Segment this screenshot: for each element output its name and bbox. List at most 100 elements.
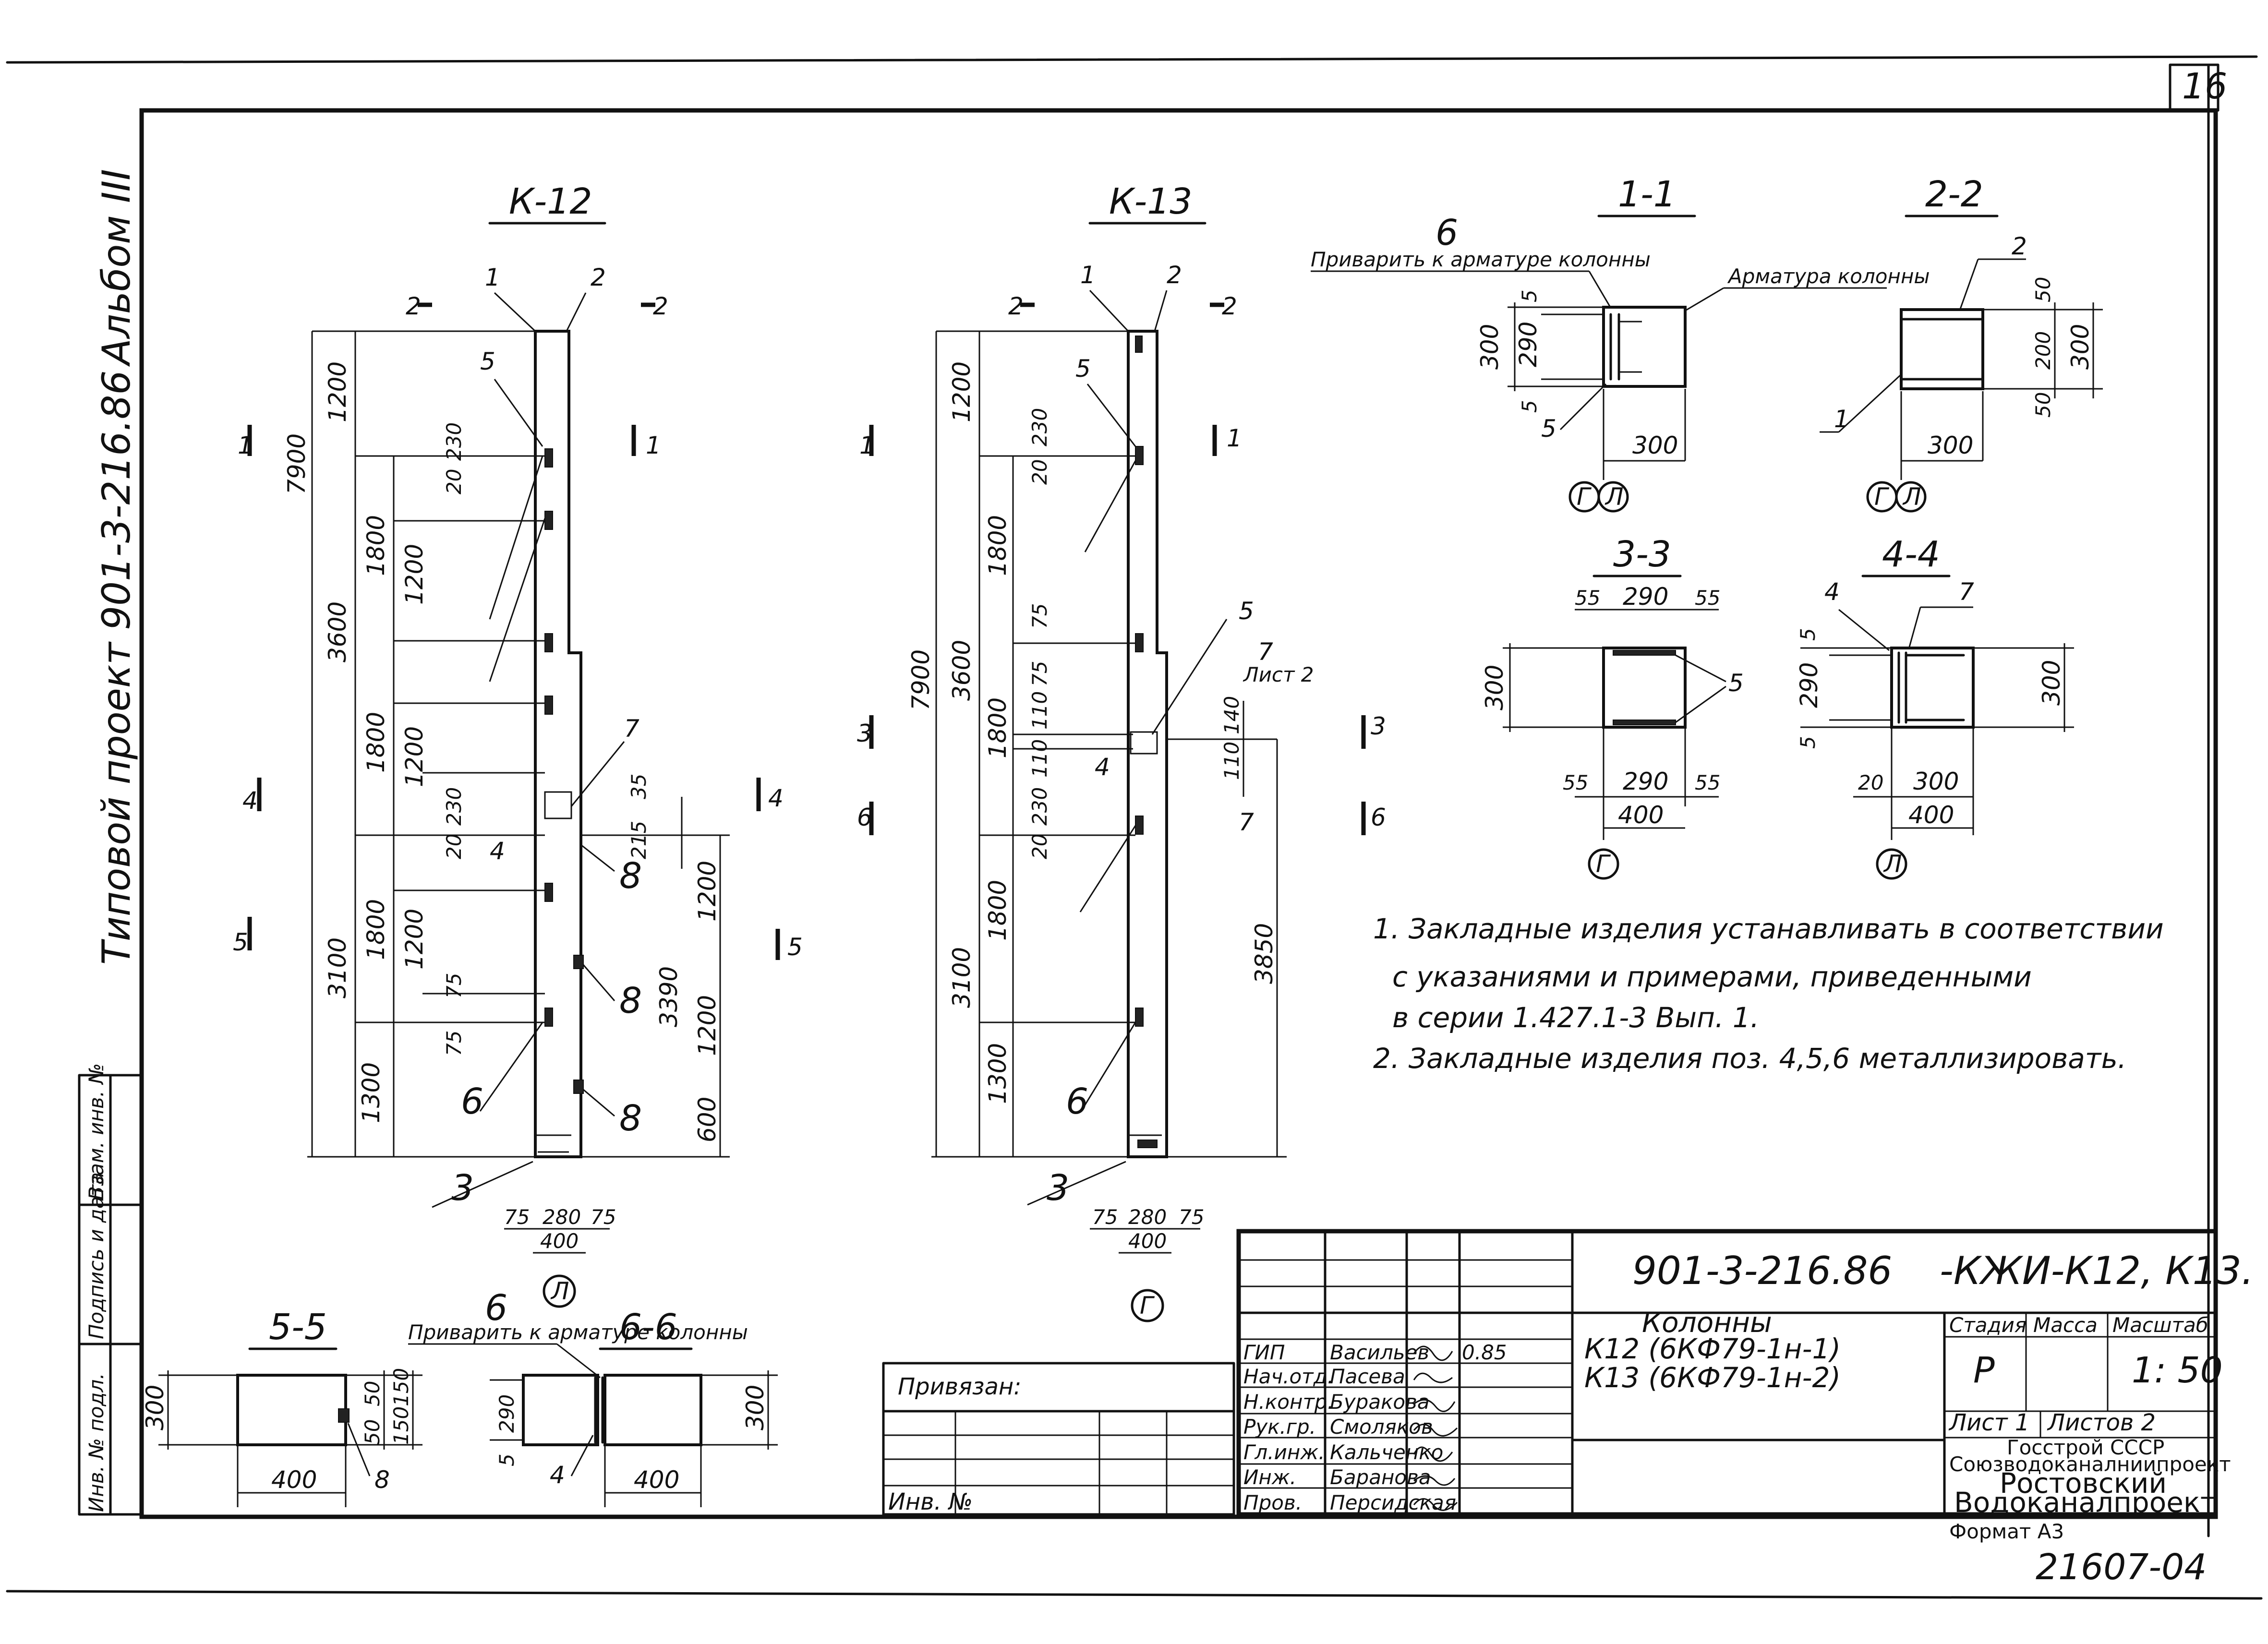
s66-dim-400: 400 <box>634 1466 679 1494</box>
k12-leader-1: 1 <box>485 264 500 291</box>
k13-dim-mid: 3100 <box>948 947 976 1008</box>
s22-dim-300: 300 <box>1928 432 1973 459</box>
name-2: Буракова <box>1330 1390 1430 1414</box>
s33-dim-55b: 55 <box>1695 586 1720 610</box>
k12-dim-1800b: 1800 <box>362 712 390 773</box>
k13-dim-1800b: 1800 <box>984 697 1012 758</box>
k12-dim-3390: 3390 <box>655 966 683 1027</box>
name-3: Смоляков <box>1330 1415 1433 1439</box>
k13-label-7: 7 <box>1258 638 1273 666</box>
s11-weld-note: Приварить к арматуре колонны <box>1311 248 1651 271</box>
s55-dim-150b: 150 <box>389 1406 413 1445</box>
s33-dim-55a: 55 <box>1575 586 1600 610</box>
section-4-4: 4-4 4 7 5 290 5 300 20 300 400 Л <box>1795 534 2074 880</box>
s55-dim-400: 400 <box>271 1466 317 1494</box>
scale-value: 1: 50 <box>2132 1350 2223 1391</box>
k12-title: К-12 <box>509 181 592 222</box>
scale-label: Масштаб <box>2112 1313 2208 1337</box>
s66-weld-num: 6 <box>485 1287 507 1329</box>
k13-cut2-right: 2 <box>1222 292 1237 320</box>
k13-label-5b: 5 <box>1239 597 1254 625</box>
k12-dim-b400: 400 <box>540 1229 579 1253</box>
k13-dim-75: 75 <box>1028 603 1051 629</box>
k12-label-7: 7 <box>624 715 639 743</box>
k13-label-5: 5 <box>1075 355 1091 383</box>
s66-dim-5: 5 <box>495 1453 519 1466</box>
s44-dim-5a: 5 <box>1796 628 1820 641</box>
s33-dim-400: 400 <box>1618 801 1664 829</box>
s22-dim-200: 200 <box>2031 331 2055 370</box>
album-vertical: Альбом III <box>94 169 139 367</box>
note-line-1: 1. Закладные изделия устанавливать в соо… <box>1373 912 2164 945</box>
s33-axis-g: Г <box>1596 850 1611 878</box>
k13-dim-110r: 110 <box>1220 742 1243 780</box>
signatures <box>1413 1345 1458 1511</box>
k12-cut5-right: 5 <box>787 933 803 961</box>
name-0: Васильев <box>1330 1341 1429 1364</box>
org-2: Союзводоканалниипроект <box>1949 1452 2231 1476</box>
sheet-frame: 16 <box>6 55 2263 1600</box>
k13-title: К-13 <box>1109 181 1192 222</box>
k12-cut2-left: 2 <box>406 292 421 320</box>
general-notes: 1. Закладные изделия устанавливать в соо… <box>1373 912 2164 1075</box>
k12-dim-230: 230 <box>442 422 466 461</box>
name-4: Кальченко <box>1330 1440 1443 1464</box>
k12-dim-1200c: 1200 <box>400 909 428 970</box>
k12-dim-mid: 3100 <box>324 937 351 998</box>
k12-dim-75a: 75 <box>442 973 466 998</box>
s22-axis-g: Г <box>1874 483 1890 511</box>
s66-leader-4: 4 <box>550 1461 565 1489</box>
k13-dim-b280: 280 <box>1128 1205 1167 1229</box>
k13-dim-230: 230 <box>1028 408 1051 446</box>
role-4: Гл.инж. <box>1243 1440 1325 1464</box>
s44-leader-7: 7 <box>1959 578 1974 606</box>
k12-dim-1200b: 1200 <box>400 726 428 787</box>
k12-dim-75b: 75 <box>442 1031 466 1056</box>
k13-dim-20b: 20 <box>1028 834 1051 859</box>
k13-dim-upper: 3600 <box>948 640 976 701</box>
org-1: Госстрой СССР <box>2007 1436 2164 1459</box>
k13-label-4: 4 <box>1095 753 1110 781</box>
k12-dim-top: 1200 <box>324 361 351 422</box>
k13-dim-110a: 110 <box>1028 691 1051 730</box>
k12-cut5-left: 5 <box>233 928 248 956</box>
date-0: 0.85 <box>1462 1341 1507 1364</box>
k13-dim-b400: 400 <box>1128 1229 1167 1253</box>
s22-leader-2: 2 <box>2012 232 2027 260</box>
strip-vzam: Взам. инв. № <box>84 1063 108 1200</box>
s22-axis-l: Л <box>1902 483 1921 511</box>
s11-dim-300b: 300 <box>1632 432 1678 459</box>
stamp-title-1: Колонны <box>1642 1306 1772 1339</box>
section-2-2: 2-2 2 1 300 50 200 50 300 Г Л <box>1820 174 2103 513</box>
sheet-label: Лист 1 <box>1948 1409 2029 1436</box>
s44-dim-20: 20 <box>1858 771 1883 794</box>
s66-title: 6-6 <box>619 1307 677 1348</box>
s44-leader-4: 4 <box>1824 578 1840 606</box>
s11-dim-290: 290 <box>1514 322 1542 367</box>
s11-axis-g: Г <box>1577 483 1592 511</box>
k13-dim-110b: 110 <box>1028 739 1051 778</box>
k13-cut2-left: 2 <box>1008 292 1024 320</box>
s33-dim-290: 290 <box>1623 583 1668 611</box>
s22-dim-50b: 50 <box>2031 392 2055 418</box>
s55-dim-150a: 150 <box>389 1368 413 1406</box>
section-1-1: 1-1 6 Приварить к арматуре колонны Армат… <box>1311 174 1930 513</box>
k13-axis: Г <box>1140 1292 1155 1320</box>
inv-no-label: Инв. № <box>888 1488 973 1515</box>
k12-elevation: К-12 2 2 1 2 1 1 4 4 5 5 <box>233 181 803 1308</box>
role-3: Рук.гр. <box>1243 1415 1316 1439</box>
k12-dim-b280: 280 <box>543 1205 581 1229</box>
k12-dim-upper: 3600 <box>324 601 351 662</box>
s44-dim-300: 300 <box>2038 660 2065 706</box>
stamp-code: 901-3-216.86 <box>1632 1248 1892 1293</box>
k13-cut1-left: 1 <box>859 432 875 459</box>
k13-dim-75b: 75 <box>1028 661 1051 686</box>
k12-leader-2: 2 <box>591 264 606 291</box>
note-line-4: 2. Закладные изделия поз. 4,5,6 металлиз… <box>1373 1042 2126 1075</box>
section-3-3: 3-3 55 290 55 300 5 55 290 55 400 Г <box>1481 534 1744 880</box>
stage-label: Стадия <box>1949 1313 2027 1337</box>
s11-dim-300: 300 <box>1476 324 1504 370</box>
k12-axis: Л <box>550 1277 569 1305</box>
k13-list-ref: Лист 2 <box>1243 663 1314 686</box>
